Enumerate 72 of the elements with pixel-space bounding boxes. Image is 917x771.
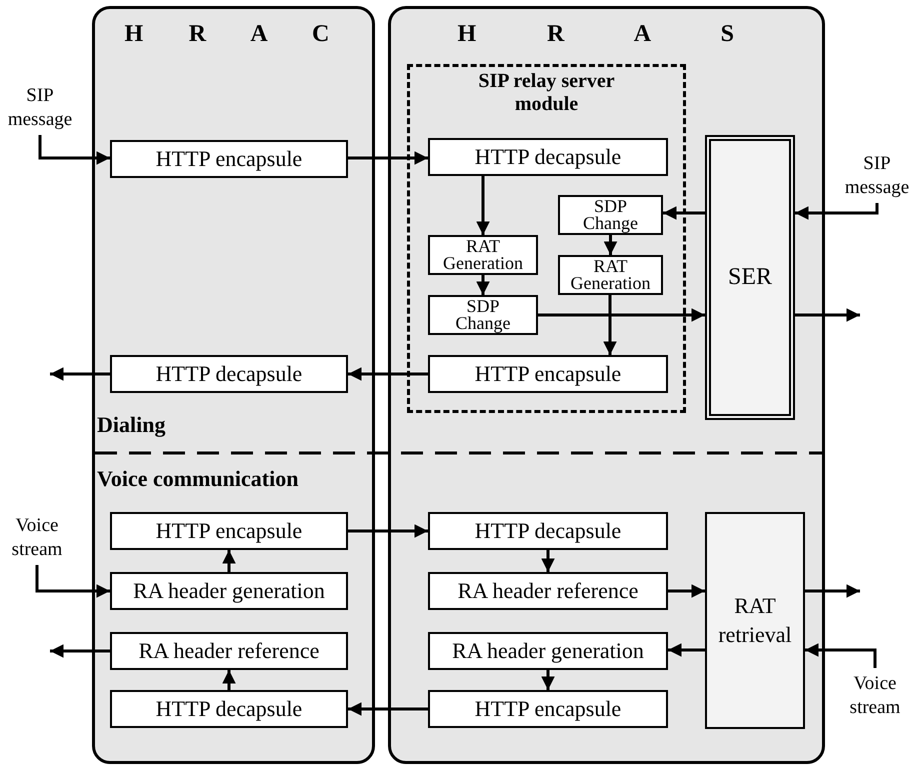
arrow: [348, 151, 428, 165]
box-label: RA header generation: [133, 580, 325, 602]
phase-label: Dialing: [97, 412, 166, 438]
component-panel: [92, 6, 375, 764]
process-block: [705, 512, 805, 729]
arrow: [603, 295, 617, 355]
process-box: [428, 572, 668, 610]
process-box: [428, 235, 538, 275]
component-panel: [388, 6, 825, 764]
process-box: [110, 632, 348, 670]
box-label: HTTP encapsule: [474, 363, 622, 385]
box-label: RAT retrieval: [717, 592, 793, 648]
arrow: [476, 176, 490, 235]
panel-title: H R A C: [124, 21, 342, 48]
box-label: RAT Generation: [570, 258, 652, 292]
signal-label: SIP message: [6, 84, 74, 132]
box-label: HTTP encapsule: [156, 520, 302, 542]
signal-label: Voice stream: [848, 672, 902, 720]
box-label: HTTP decapsule: [156, 698, 302, 720]
process-box: [428, 295, 538, 335]
box-label: HTTP decapsule: [474, 520, 622, 542]
process-box: [558, 195, 663, 235]
arrow: [38, 135, 110, 165]
process-box: [110, 355, 348, 393]
arrow: [222, 550, 236, 572]
module-frame: [407, 64, 686, 413]
panel-title: H R A S: [457, 21, 756, 48]
arrow: [541, 670, 555, 690]
arrow: [541, 550, 555, 572]
process-box: [558, 255, 663, 295]
process-box: [110, 140, 348, 178]
box-label: HTTP encapsule: [474, 698, 622, 720]
arrow: [36, 565, 110, 598]
phase-label: Voice communication: [97, 466, 298, 492]
arrow: [604, 235, 618, 255]
arrow: [663, 206, 705, 220]
box-label: RAT Generation: [442, 238, 524, 272]
box-label: HTTP decapsule: [474, 146, 622, 168]
box-label: SER: [728, 264, 772, 291]
process-box: [428, 138, 668, 176]
signal-label: SIP message: [844, 152, 910, 200]
box-label: SDP Change: [454, 298, 512, 332]
arrow: [795, 308, 860, 322]
box-label: HTTP encapsule: [156, 148, 302, 170]
process-box: [110, 690, 348, 728]
module-title: SIP relay server module: [477, 70, 616, 116]
signal-label: Voice stream: [10, 514, 64, 562]
box-label: HTTP decapsule: [156, 363, 302, 385]
arrow: [348, 702, 428, 716]
process-box: [428, 632, 668, 670]
arrow: [805, 643, 876, 668]
arrow: [222, 670, 236, 690]
process-box: [428, 690, 668, 728]
arrow: [50, 644, 110, 658]
arrow: [538, 308, 705, 322]
arrow: [668, 584, 705, 598]
arrow: [805, 584, 860, 598]
arrow: [476, 275, 490, 295]
arrow: [795, 203, 878, 220]
box-label: SDP Change: [582, 198, 639, 232]
arrow: [50, 367, 110, 381]
server-block: [705, 135, 795, 420]
box-label: RA header generation: [452, 640, 644, 662]
process-box: [110, 572, 348, 610]
arrow: [348, 524, 428, 538]
box-label: RA header reference: [458, 580, 638, 602]
arrow: [348, 367, 428, 381]
process-box: [428, 512, 668, 550]
arrow: [668, 643, 705, 657]
process-box: [428, 355, 668, 393]
process-box: [110, 512, 348, 550]
box-label: RA header reference: [138, 640, 320, 662]
